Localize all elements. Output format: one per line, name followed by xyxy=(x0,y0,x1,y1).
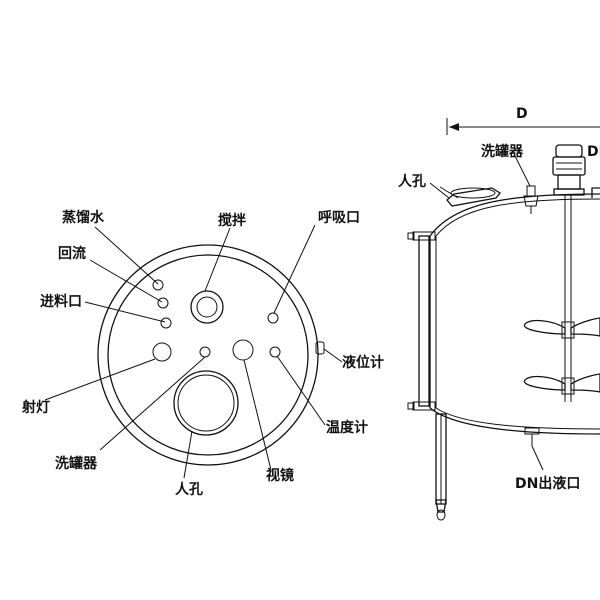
sight-glass-port xyxy=(232,339,254,361)
impeller-lower xyxy=(523,373,600,395)
side-label-outlet: DN出液口 xyxy=(515,475,580,492)
tank-shell xyxy=(429,193,600,237)
side-view: D xyxy=(398,106,600,521)
label-feed-inlet: 进料口 xyxy=(40,293,82,310)
reflux-port xyxy=(157,297,169,309)
temperature-port xyxy=(269,346,281,358)
level-gauge-tube xyxy=(407,231,436,411)
distilled-water-port xyxy=(152,279,164,291)
side-label-tank-washer: 洗罐器 xyxy=(481,143,524,160)
tank-washer-port xyxy=(199,346,211,358)
side-label-manhole: 人孔 xyxy=(398,173,426,190)
label-manhole: 人孔 xyxy=(175,481,203,498)
tank-inner-rim xyxy=(107,254,309,456)
leader-manhole xyxy=(429,182,450,199)
bottom-outlet xyxy=(524,427,540,446)
agitator-inner xyxy=(196,296,218,318)
label-temperature: 温度计 xyxy=(326,419,368,436)
tank-leg xyxy=(435,413,447,521)
level-gauge-nozzle xyxy=(315,341,325,355)
impeller-upper xyxy=(523,317,600,339)
manhole-outer xyxy=(173,370,239,436)
label-tank-washer: 洗罐器 xyxy=(55,455,98,472)
label-stirring: 搅拌 xyxy=(218,212,246,229)
side-motor xyxy=(552,144,586,196)
dimension-d: D xyxy=(446,106,600,135)
leader-washer xyxy=(514,155,531,187)
label-sight-glass: 视镜 xyxy=(266,467,294,484)
breather-port xyxy=(267,312,279,324)
side-label-dn: DN xyxy=(587,144,600,160)
top-view-leaders xyxy=(44,224,343,479)
label-diameter: D xyxy=(516,106,528,122)
right-nozzle xyxy=(591,187,600,198)
tank-outer-rim xyxy=(97,244,319,466)
label-level-gauge: 液位计 xyxy=(342,354,384,371)
label-distilled-water: 蒸馏水 xyxy=(62,209,105,226)
top-view: 蒸馏水 回流 进料口 搅拌 呼吸口 液位计 温度计 视镜 人孔 洗罐器 射灯 xyxy=(21,209,384,498)
side-tank-washer xyxy=(523,185,539,214)
feed-inlet-port xyxy=(160,317,172,329)
lamp-port xyxy=(152,342,172,362)
label-breather: 呼吸口 xyxy=(318,209,360,226)
agitator-outer xyxy=(190,290,224,324)
label-reflux: 回流 xyxy=(58,245,86,262)
label-lamp: 射灯 xyxy=(21,399,50,416)
side-manhole xyxy=(439,186,501,207)
leader-outlet xyxy=(531,445,544,471)
manhole-inner xyxy=(177,374,235,432)
tank-bottom xyxy=(429,407,600,435)
